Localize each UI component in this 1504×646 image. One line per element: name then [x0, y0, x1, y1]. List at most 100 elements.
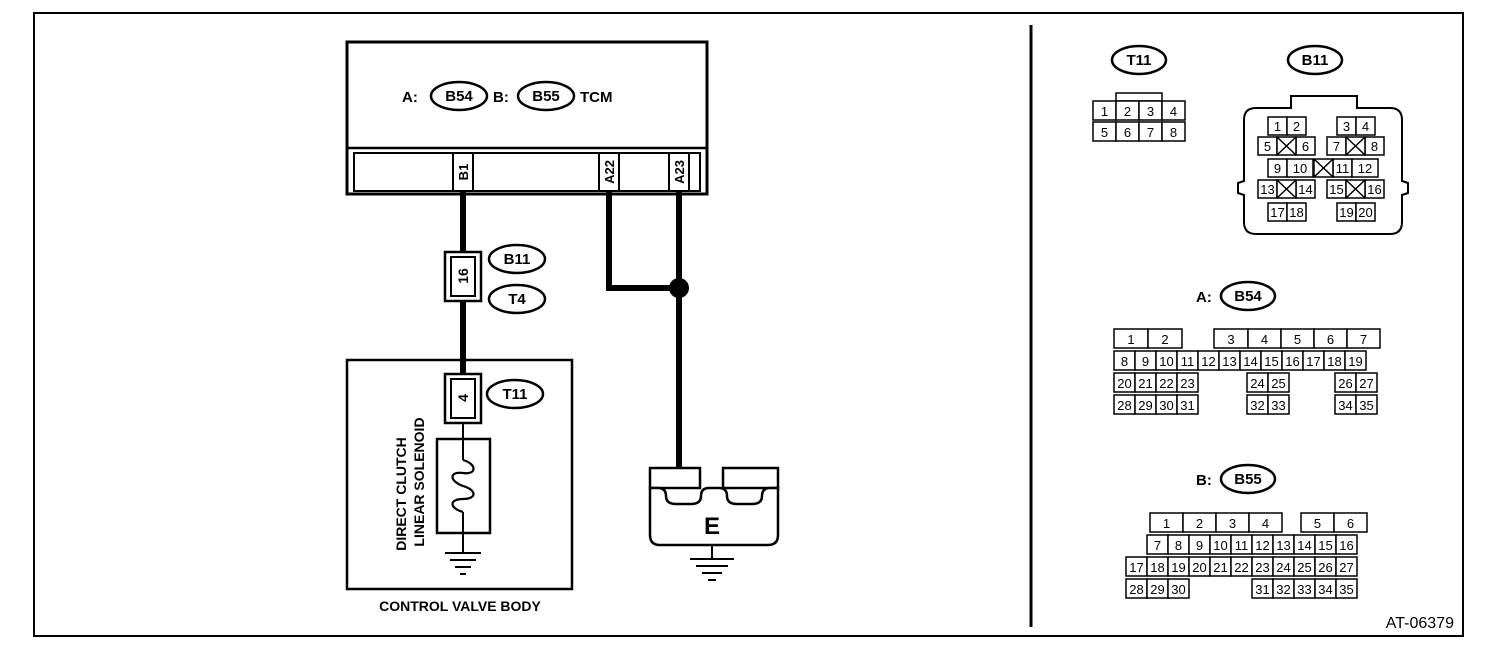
b54-cavity: [1344, 350, 1367, 371]
tcm-module: A: B54 B: B55 TCM B1 A22 A23: [345, 40, 709, 196]
b11-pin-label: 4: [1362, 119, 1369, 134]
b54-cavity: [1176, 394, 1199, 415]
wire-splice: [669, 278, 689, 298]
b55-pin-label: 17: [1129, 560, 1143, 575]
b55-pin-label: 19: [1171, 560, 1185, 575]
ground-symbol-icon: [690, 558, 734, 581]
tcm-label-b: B:: [493, 89, 509, 106]
b11-pin-label: 13: [1260, 182, 1274, 197]
b11-pin-label: 6: [1302, 139, 1309, 154]
tcm-conn-a: B54: [445, 88, 473, 105]
harness-conn-upper: B11: [504, 251, 531, 268]
b55-pin-label: 12: [1255, 538, 1269, 553]
b55-pin-label: 26: [1318, 560, 1332, 575]
b55-pin-label: 6: [1347, 516, 1354, 531]
b55-cavity: [1248, 512, 1283, 533]
harness-connector: 16 B11 T4: [443, 243, 547, 315]
b54-pin-label: 10: [1159, 354, 1173, 369]
b11-pin-label: 5: [1264, 139, 1271, 154]
connector-b54-prefix: A:: [1196, 289, 1212, 306]
b54-pin-label: 19: [1348, 354, 1362, 369]
b11-pin-label: 10: [1293, 161, 1307, 176]
b54-pin-label: 32: [1250, 398, 1264, 413]
b11-cross-icon: [1345, 136, 1366, 156]
b54-pin-label: 33: [1271, 398, 1285, 413]
b54-pin-label: 14: [1243, 354, 1257, 369]
b55-pin-label: 5: [1314, 516, 1321, 531]
b54-pin-label: 3: [1227, 332, 1234, 347]
b11-pin-label: 12: [1358, 161, 1372, 176]
b11-pin-label: 19: [1339, 205, 1353, 220]
b55-pin-label: 9: [1196, 538, 1203, 553]
b55-pin-label: 18: [1150, 560, 1164, 575]
figure-id: AT-06379: [1386, 615, 1454, 632]
t11-cavity: [1161, 121, 1186, 142]
b55-pin-label: 29: [1150, 582, 1164, 597]
b55-cavity: [1167, 578, 1190, 599]
b11-pin-label: 1: [1274, 119, 1281, 134]
b55-pin-label: 32: [1276, 582, 1290, 597]
b11-pin-label: 20: [1358, 205, 1372, 220]
b11-cavity: [1286, 116, 1307, 136]
b54-pin-label: 25: [1271, 376, 1285, 391]
control-valve-body: 4 T11 DIRECT CLUTCH LINEAR SOLENOID CONT…: [345, 358, 574, 614]
connector-b11-name: B11: [1302, 52, 1329, 69]
b54-pin-label: 20: [1117, 376, 1131, 391]
b54-pin-label: 30: [1159, 398, 1173, 413]
b54-pin-label: 17: [1306, 354, 1320, 369]
b55-pin-label: 35: [1339, 582, 1353, 597]
b54-pin-label: 21: [1138, 376, 1152, 391]
solenoid-label-line2: LINEAR SOLENOID: [411, 417, 427, 546]
b54-pin-label: 29: [1138, 398, 1152, 413]
b11-cross-icon: [1345, 179, 1366, 199]
b11-pin-label: 7: [1333, 139, 1340, 154]
diagram-frame: [33, 12, 1464, 637]
b54-cavity: [1267, 394, 1290, 415]
b55-pin-label: 1: [1163, 516, 1170, 531]
b11-pin-label: 3: [1343, 119, 1350, 134]
t11-pin-label: 7: [1147, 125, 1154, 140]
t11-pin-label: 2: [1124, 104, 1131, 119]
b54-pin-label: 35: [1359, 398, 1373, 413]
b11-cavity: [1286, 158, 1314, 178]
b55-pin-label: 13: [1276, 538, 1290, 553]
tcm-conn-b: B55: [532, 88, 560, 105]
valve-body-pin: 4: [455, 394, 471, 402]
b55-pin-label: 15: [1318, 538, 1332, 553]
b11-pin-label: 18: [1289, 205, 1303, 220]
b54-pin-label: 22: [1159, 376, 1173, 391]
b54-pin-label: 8: [1121, 354, 1128, 369]
b55-pin-label: 22: [1234, 560, 1248, 575]
b11-cavity: [1286, 202, 1307, 222]
b54-pin-label: 15: [1264, 354, 1278, 369]
tcm-title: TCM: [580, 89, 613, 106]
valve-body-conn: T11: [502, 386, 527, 403]
t11-cavity: [1161, 100, 1186, 121]
solenoid-coil-icon: [451, 458, 475, 514]
b55-pin-label: 11: [1235, 538, 1249, 553]
harness-pin: 16: [455, 268, 471, 284]
b11-pin-label: 11: [1336, 161, 1350, 176]
t11-pin-label: 4: [1170, 104, 1177, 119]
b11-cavity: [1355, 202, 1376, 222]
valve-body-conn-oval: [485, 378, 545, 410]
b54-cavity: [1267, 372, 1290, 393]
b11-pin-label: 14: [1298, 182, 1312, 197]
b54-pin-label: 1: [1127, 332, 1134, 347]
b54-pin-label: 27: [1359, 376, 1373, 391]
b54-pin-label: 2: [1161, 332, 1168, 347]
b54-pin-label: 34: [1338, 398, 1352, 413]
b54-pin-label: 9: [1142, 354, 1149, 369]
b11-cross-icon: [1276, 179, 1297, 199]
b55-pin-label: 2: [1196, 516, 1203, 531]
b55-pin-label: 25: [1297, 560, 1311, 575]
b54-pin-label: 23: [1180, 376, 1194, 391]
b11-pin-label: 8: [1371, 139, 1378, 154]
tcm-label-a: A:: [402, 89, 418, 106]
tcm-pin-a22: A22: [602, 160, 617, 184]
b11-pin-label: 2: [1293, 119, 1300, 134]
b55-pin-label: 28: [1129, 582, 1143, 597]
b55-pin-label: 31: [1255, 582, 1269, 597]
